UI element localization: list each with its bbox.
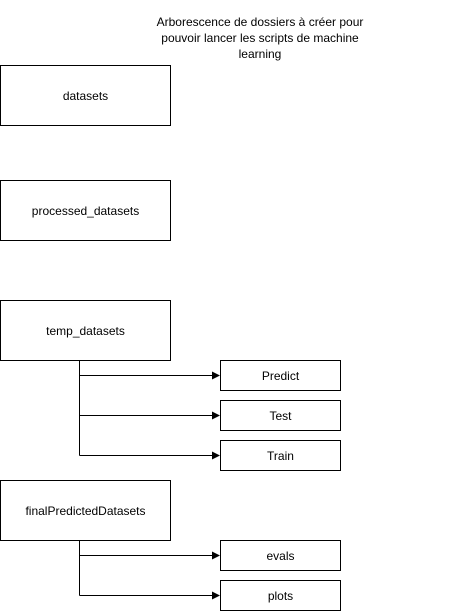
folder-box-processed-datasets: processed_datasets [0,180,171,241]
subfolder-label-predict: Predict [261,368,300,383]
subfolder-box-test: Test [220,400,341,431]
subfolder-box-evals: evals [220,540,341,571]
folder-label-final-predicted-datasets: finalPredictedDatasets [25,503,146,518]
folder-box-final-predicted-datasets: finalPredictedDatasets [0,480,171,541]
subfolder-label-train: Train [267,448,294,463]
folder-box-datasets: datasets [0,65,171,126]
folder-label-datasets: datasets [62,88,109,103]
subfolder-label-test: Test [269,408,292,423]
folder-box-temp-datasets: temp_datasets [0,300,171,361]
subfolder-box-train: Train [220,440,341,471]
subfolder-box-plots: plots [220,580,341,611]
subfolder-label-evals: evals [266,548,295,563]
folder-label-processed-datasets: processed_datasets [31,203,140,218]
diagram-title: Arborescence de dossiers à créer pour po… [156,15,364,61]
subfolder-label-plots: plots [267,588,294,603]
subfolder-box-predict: Predict [220,360,341,391]
folder-label-temp-datasets: temp_datasets [46,323,125,338]
